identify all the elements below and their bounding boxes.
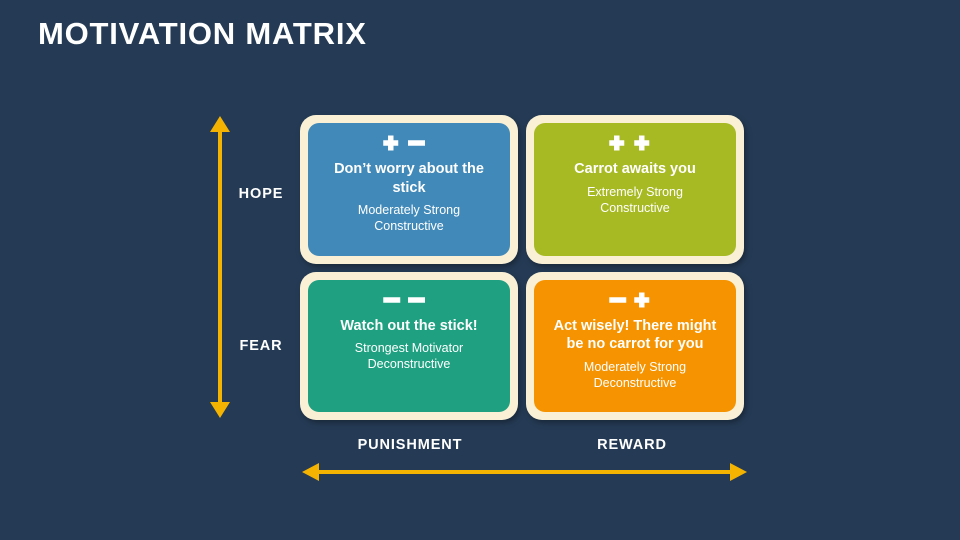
axis-label-hope: HOPE [238, 186, 284, 202]
quadrant-card-hope-punishment[interactable]: Don’t worry about the stick Moderately S… [300, 115, 518, 264]
axis-label-reward: REWARD [597, 437, 667, 453]
sign-pair-plus-minus [383, 132, 435, 154]
sign-pair-plus-plus [609, 132, 661, 154]
quadrant-body: Carrot awaits you Extremely Strong Const… [534, 123, 736, 256]
quadrant-headline: Watch out the stick! [340, 317, 478, 334]
quadrant-nature: Deconstructive [593, 375, 677, 390]
punishment-reward-axis-arrow [302, 461, 747, 483]
quadrant-card-fear-reward[interactable]: Act wisely! There might be no carrot for… [526, 271, 744, 420]
quadrant-headline: Don’t worry about the stick [334, 161, 484, 196]
quadrant-headline: Carrot awaits you [574, 161, 696, 177]
axis-label-fear: FEAR [239, 338, 283, 354]
quadrant-strength: Extremely Strong [587, 184, 683, 199]
motivation-matrix-grid: Don’t worry about the stick Moderately S… [300, 115, 744, 420]
quadrant-headline: Act wisely! There might be no carrot for… [553, 317, 717, 353]
quadrant-nature: Deconstructive [367, 357, 451, 372]
quadrant-body: Act wisely! There might be no carrot for… [534, 279, 736, 412]
hope-fear-axis-arrow [208, 116, 232, 418]
axis-label-punishment: PUNISHMENT [357, 437, 463, 453]
quadrant-strength: Moderately Strong [357, 203, 461, 218]
quadrant-card-hope-reward[interactable]: Carrot awaits you Extremely Strong Const… [526, 115, 744, 264]
quadrant-nature: Constructive [374, 219, 444, 234]
quadrant-strength: Strongest Motivator [354, 341, 464, 356]
quadrant-strength: Moderately Strong [583, 359, 687, 374]
page-title: MOTIVATION MATRIX [38, 16, 367, 51]
quadrant-body: Don’t worry about the stick Moderately S… [308, 123, 510, 256]
sign-pair-minus-plus [609, 289, 661, 311]
quadrant-nature: Constructive [600, 200, 670, 215]
quadrant-card-fear-punishment[interactable]: Watch out the stick! Strongest Motivator… [300, 271, 518, 420]
quadrant-body: Watch out the stick! Strongest Motivator… [308, 279, 510, 412]
sign-pair-minus-minus [383, 289, 435, 311]
